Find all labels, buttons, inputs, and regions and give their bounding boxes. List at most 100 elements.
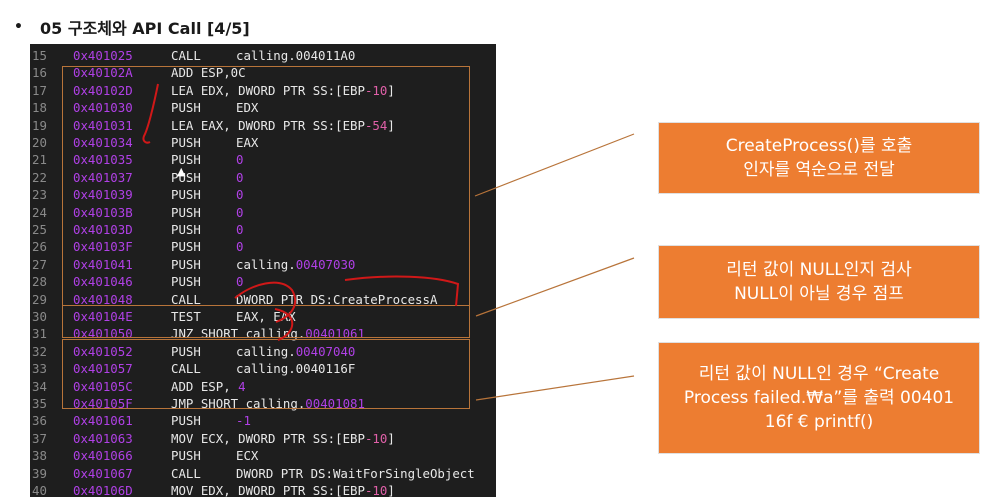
instruction-mnemonic: CALL [171, 291, 201, 308]
mnemonic-text: PUSH [171, 343, 201, 359]
instruction-mnemonic: PUSH [171, 343, 201, 360]
instruction-address: 0x401061 [73, 413, 133, 429]
instruction-address: 0x40106D [73, 483, 133, 497]
instruction-address: 0x401030 [73, 100, 133, 116]
line-number: 40 [32, 483, 47, 497]
instruction-operand: 0 [236, 221, 243, 238]
instruction-operand: -1 [236, 412, 251, 429]
operand-part: -10 [364, 82, 388, 98]
mnemonic-text: JMP SHORT calling. [171, 396, 306, 411]
mnemonic-text: CALL [171, 48, 201, 63]
red-test-mark [274, 308, 294, 341]
handwriting-annotations [142, 83, 460, 341]
mnemonic-text: LEA EDX, DWORD PTR SS:[EBP [171, 82, 365, 98]
operand-part: 0 [236, 274, 244, 290]
instruction-mnemonic: PUSH [171, 412, 201, 429]
bullet-icon: • [14, 19, 23, 35]
mnemonic-text: ADD ESP,0C [171, 65, 246, 81]
mnemonic-text: PUSH [171, 135, 201, 150]
line-number: 21 [32, 152, 47, 168]
mnemonic-text: PUSH [171, 274, 201, 290]
operand-part: 0 [236, 169, 244, 185]
line-number: 27 [32, 256, 47, 272]
mnemonic-text: PUSH [171, 169, 201, 185]
mnemonic-text: MOV ECX, DWORD PTR SS:[EBP [171, 430, 365, 446]
instruction-operand: EAX [236, 134, 258, 151]
operand-part: calling.0040116F [236, 361, 356, 377]
instruction-mnemonic: PUSH [171, 134, 201, 151]
line-number: 20 [32, 135, 47, 150]
instruction-mnemonic: CALL [171, 465, 201, 482]
callout-line: Process failed.₩a”를 출력 00401 [683, 388, 955, 408]
mnemonic-text: PUSH [171, 448, 201, 464]
instruction-address: 0x401034 [73, 135, 133, 150]
mnemonic-text: ADD ESP, [171, 378, 239, 394]
instruction-address: 0x40102A [73, 65, 133, 81]
operand-part: calling. [236, 343, 296, 359]
instruction-mnemonic: PUSH [171, 273, 201, 290]
operand-part: -1 [236, 413, 251, 429]
instruction-address: 0x40102D [73, 82, 133, 98]
callout-error-branch: 리턴 값이 NULL인 경우 “Create Process failed.₩a… [658, 342, 980, 454]
callout-line: 16f € printf() [764, 412, 874, 432]
line-number: 29 [32, 291, 47, 307]
instruction-operand: calling.00407040 [236, 343, 355, 360]
connector-line-2 [475, 257, 635, 317]
operand-part: calling. [236, 256, 296, 272]
mnemonic-text: MOV EDX, DWORD PTR SS:[EBP [171, 483, 365, 497]
callout-line: NULL이 아닐 경우 점프 [734, 284, 904, 304]
instruction-operand: EDX [236, 99, 258, 116]
mnemonic-text: CALL [171, 291, 201, 307]
mnemonic-text: TEST [171, 309, 201, 324]
instruction-mnemonic: PUSH [171, 447, 201, 464]
instruction-mnemonic: ADD ESP,0C [171, 64, 246, 81]
instruction-mnemonic: TEST [171, 308, 201, 325]
instruction-address: 0x401063 [73, 430, 133, 446]
line-number: 16 [32, 65, 47, 81]
instruction-mnemonic: ADD ESP, 4 [171, 378, 246, 395]
instruction-mnemonic: LEA EDX, DWORD PTR SS:[EBP-10] [171, 82, 395, 99]
instruction-address: 0x401039 [73, 187, 133, 203]
callout-create-process: CreateProcess()를 호출 인자를 역순으로 전달 [658, 122, 980, 194]
operand-part: 0 [236, 152, 244, 168]
operand-part: 0 [236, 204, 244, 220]
instruction-mnemonic: PUSH [171, 238, 201, 255]
operand-part: ] [387, 430, 395, 446]
slide-title: • 05 구조체와 API Call [4/5] [14, 14, 250, 40]
instruction-mnemonic: PUSH [171, 99, 201, 116]
operand-part: 00407030 [295, 256, 356, 272]
line-number: 28 [32, 274, 47, 290]
instruction-operand: 0 [236, 273, 243, 290]
callout-line: 리턴 값이 NULL인 경우 “Create [698, 364, 940, 384]
instruction-address: 0x401052 [73, 343, 133, 359]
instruction-address: 0x401046 [73, 274, 133, 290]
line-number: 31 [32, 326, 47, 342]
mnemonic-text: PUSH [171, 152, 201, 168]
line-number: 34 [32, 378, 47, 394]
instruction-address: 0x401031 [73, 117, 133, 133]
instruction-mnemonic: MOV ECX, DWORD PTR SS:[EBP-10] [171, 430, 395, 447]
instruction-mnemonic: PUSH [171, 169, 201, 186]
line-number: 22 [32, 169, 47, 185]
line-number: 15 [32, 48, 47, 63]
operand-part: 4 [238, 378, 246, 394]
operand-part: 0 [236, 239, 244, 255]
red-createprocess-underline [344, 275, 460, 307]
instruction-mnemonic: PUSH [171, 256, 201, 273]
line-number: 35 [32, 396, 47, 411]
instruction-address: 0x401048 [73, 291, 133, 307]
